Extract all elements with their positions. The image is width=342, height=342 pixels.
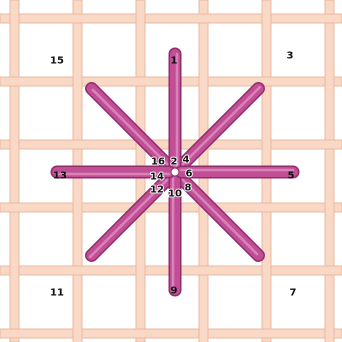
stitch-3-4	[179, 87, 260, 168]
stitch-end-number: 6	[186, 169, 193, 180]
mesh-crossing	[325, 325, 334, 342]
stitch-end-number: 16	[151, 157, 165, 168]
mesh-crossing	[136, 10, 145, 27]
stitch-start-number: 1	[171, 56, 178, 67]
mesh-crossing	[136, 262, 145, 279]
stitch-start-number: 13	[53, 171, 67, 182]
stitch-end-number: 14	[150, 172, 164, 183]
mesh-crossing	[325, 199, 334, 216]
mesh-crossing	[199, 73, 208, 90]
stitch-start-number: 15	[50, 56, 64, 67]
mesh-thread-vertical	[10, 0, 19, 342]
mesh-crossing	[10, 262, 19, 279]
center-hole	[171, 168, 179, 176]
mesh-thread-vertical	[325, 0, 334, 342]
mesh-crossing	[325, 73, 334, 90]
stitch-start-number: 9	[171, 286, 178, 297]
mesh-crossing	[262, 10, 271, 27]
stitch-start-number: 7	[290, 288, 297, 299]
stitch-end-number: 10	[168, 189, 182, 200]
mesh-crossing	[73, 199, 82, 216]
mesh-thread-horizontal	[0, 14, 342, 23]
stitch-end-number: 2	[171, 157, 178, 168]
stitch-end-number: 4	[183, 155, 190, 166]
mesh-thread-horizontal	[0, 329, 342, 338]
mesh-crossing	[10, 136, 19, 153]
stitch-end-number: 8	[185, 183, 192, 194]
stitch-highlight	[181, 87, 260, 166]
mesh-crossing	[262, 262, 271, 279]
mesh-crossing	[199, 325, 208, 342]
stitch-start-number: 3	[287, 51, 294, 62]
mesh-crossing	[73, 325, 82, 342]
mesh-crossing	[10, 10, 19, 27]
mesh-crossing	[262, 136, 271, 153]
stitch-5-6	[181, 170, 293, 172]
stitch-start-number: 5	[288, 171, 295, 182]
mesh-crossing	[73, 73, 82, 90]
stitch-end-number: 12	[150, 185, 164, 196]
stitch-start-number: 11	[50, 288, 64, 299]
stitch-1-2	[175, 54, 177, 166]
